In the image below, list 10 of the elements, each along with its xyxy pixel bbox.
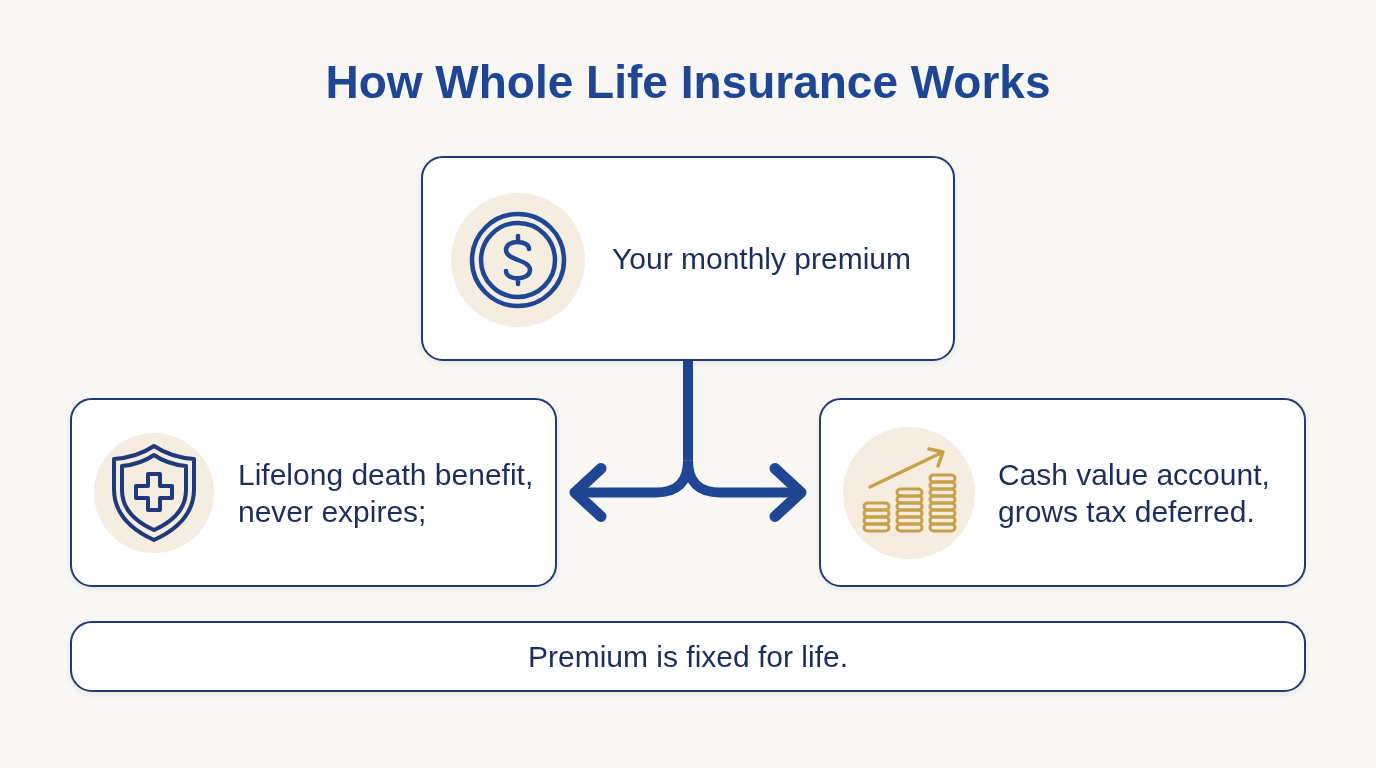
info-card: [421, 156, 955, 361]
card-text: Lifelong death benefit, never expires;: [238, 456, 535, 530]
card-text: Your monthly premium: [612, 241, 912, 277]
card-text: Premium is fixed for life.: [527, 639, 849, 675]
title: How Whole Life Insurance Works: [325, 55, 1051, 110]
info-card: [70, 398, 557, 587]
arrow: [683, 460, 807, 522]
card-text: Cash value account, grows tax deferred.: [998, 456, 1271, 530]
info-card: [819, 398, 1306, 587]
info-card: [70, 621, 1306, 692]
